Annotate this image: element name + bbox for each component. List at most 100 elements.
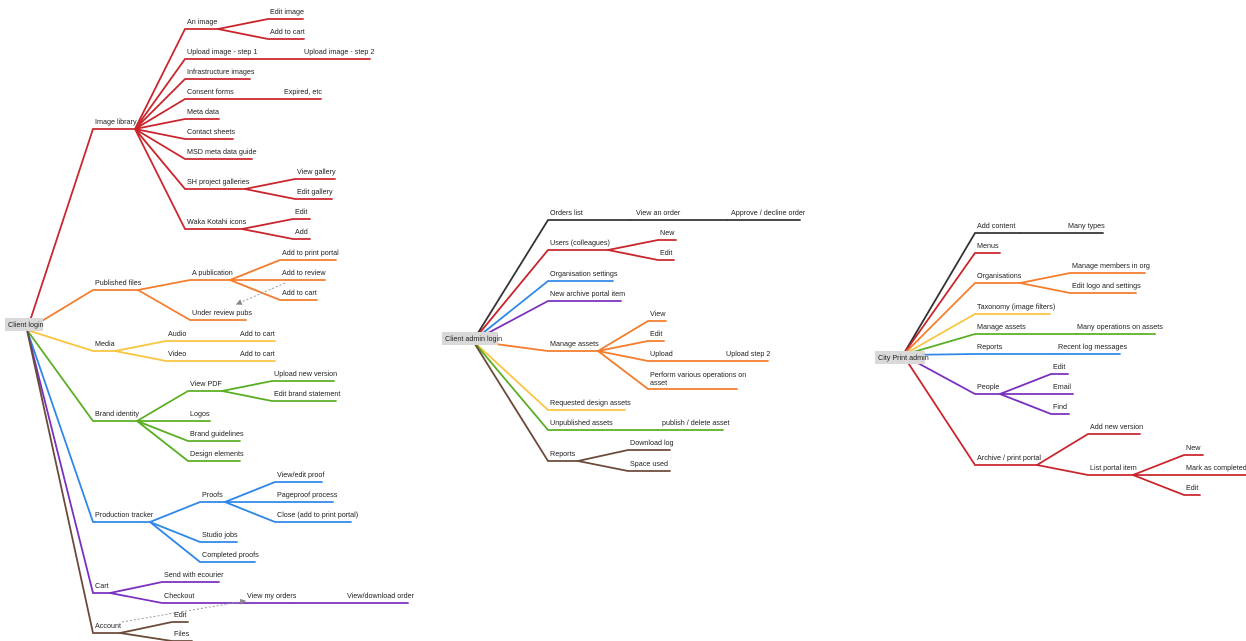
- node-edit-image[interactable]: Edit image: [270, 7, 304, 16]
- node-view-edit-proof[interactable]: View/edit proof: [277, 470, 324, 479]
- node-edit[interactable]: Edit: [174, 610, 186, 619]
- node-add-content[interactable]: Add content: [977, 221, 1015, 230]
- node-checkout[interactable]: Checkout: [164, 591, 194, 600]
- node-download-log[interactable]: Download log: [630, 438, 674, 447]
- node-view[interactable]: View: [650, 309, 666, 318]
- node-add-to-review[interactable]: Add to review: [282, 268, 326, 277]
- node-orders-list[interactable]: Orders list: [550, 208, 583, 217]
- node-pageproof-process[interactable]: Pageproof process: [277, 490, 338, 499]
- node-logos[interactable]: Logos: [190, 409, 210, 418]
- node-add[interactable]: Add: [295, 227, 308, 236]
- root-node-box-client-admin-login[interactable]: [442, 332, 498, 345]
- node-view-pdf[interactable]: View PDF: [190, 379, 222, 388]
- node-upload-step-2[interactable]: Upload step 2: [726, 349, 770, 358]
- node-perform-various-operations-on[interactable]: Perform various operations on: [650, 370, 746, 379]
- node-a-publication[interactable]: A publication: [192, 268, 233, 277]
- node-publish-delete-asset[interactable]: publish / delete asset: [662, 418, 730, 427]
- node-upload-image-step-1[interactable]: Upload image - step 1: [187, 47, 257, 56]
- node-users-colleagues[interactable]: Users (colleagues): [550, 238, 610, 247]
- node-production-tracker[interactable]: Production tracker: [95, 510, 154, 519]
- node-completed-proofs[interactable]: Completed proofs: [202, 550, 259, 559]
- node-consent-forms[interactable]: Consent forms: [187, 87, 234, 96]
- node-meta-data[interactable]: Meta data: [187, 107, 219, 116]
- node-view-an-order[interactable]: View an order: [636, 208, 681, 217]
- node-menus[interactable]: Menus: [977, 241, 999, 250]
- node-design-elements[interactable]: Design elements: [190, 449, 244, 458]
- node-expired-etc[interactable]: Expired, etc: [284, 87, 322, 96]
- node-audio[interactable]: Audio: [168, 329, 186, 338]
- node-manage-assets[interactable]: Manage assets: [977, 322, 1026, 331]
- node-edit[interactable]: Edit: [1186, 483, 1198, 492]
- node-view-gallery[interactable]: View gallery: [297, 167, 336, 176]
- node-manage-assets[interactable]: Manage assets: [550, 339, 599, 348]
- node-view-my-orders[interactable]: View my orders: [247, 591, 297, 600]
- node-organisation-settings[interactable]: Organisation settings: [550, 269, 618, 278]
- node-close-add-to-print-portal[interactable]: Close (add to print portal): [277, 510, 358, 519]
- root-node-city-print-admin[interactable]: City Print admin: [878, 353, 929, 362]
- node-new-archive-portal-item[interactable]: New archive portal item: [550, 289, 625, 298]
- node-media[interactable]: Media: [95, 339, 115, 348]
- node-proofs[interactable]: Proofs: [202, 490, 223, 499]
- node-taxonomy-image-filters[interactable]: Taxonomy (image filters): [977, 302, 1055, 311]
- node-people[interactable]: People: [977, 382, 999, 391]
- node-edit[interactable]: Edit: [1053, 362, 1065, 371]
- node-sh-project-galleries[interactable]: SH project galleries: [187, 177, 250, 186]
- node-mark-as-completed[interactable]: Mark as completed: [1186, 463, 1246, 472]
- node-add-to-cart[interactable]: Add to cart: [282, 288, 317, 297]
- node-view-download-order[interactable]: View/download order: [347, 591, 415, 600]
- node-edit-gallery[interactable]: Edit gallery: [297, 187, 333, 196]
- node-email[interactable]: Email: [1053, 382, 1071, 391]
- node-recent-log-messages[interactable]: Recent log messages: [1058, 342, 1128, 351]
- node-edit[interactable]: Edit: [660, 248, 672, 257]
- root-node-box-client-login[interactable]: [5, 318, 43, 331]
- node-space-used[interactable]: Space used: [630, 459, 668, 468]
- node-edit-brand-statement[interactable]: Edit brand statement: [274, 389, 340, 398]
- node-add-to-cart[interactable]: Add to cart: [240, 349, 275, 358]
- root-node-client-login[interactable]: Client login: [8, 320, 44, 329]
- node-contact-sheets[interactable]: Contact sheets: [187, 127, 235, 136]
- node-edit[interactable]: Edit: [295, 207, 307, 216]
- node-requested-design-assets[interactable]: Requested design assets: [550, 398, 631, 407]
- node-reports[interactable]: Reports: [550, 449, 576, 458]
- node-msd-meta-data-guide[interactable]: MSD meta data guide: [187, 147, 257, 156]
- node-add-new-version[interactable]: Add new version: [1090, 422, 1143, 431]
- node-an-image[interactable]: An image: [187, 17, 217, 26]
- node-upload-new-version[interactable]: Upload new version: [274, 369, 337, 378]
- branch-line-msd-meta-data-guide: [134, 128, 253, 160]
- node-edit[interactable]: Edit: [650, 329, 662, 338]
- node-account[interactable]: Account: [95, 621, 121, 630]
- node-infrastructure-images[interactable]: Infrastructure images: [187, 67, 255, 76]
- node-manage-members-in-org[interactable]: Manage members in org: [1072, 261, 1150, 270]
- node-find[interactable]: Find: [1053, 402, 1067, 411]
- node-image-library[interactable]: Image library: [95, 117, 137, 126]
- node-cart[interactable]: Cart: [95, 581, 109, 590]
- node-unpublished-assets[interactable]: Unpublished assets: [550, 418, 613, 427]
- node-list-portal-item[interactable]: List portal item: [1090, 463, 1137, 472]
- node-reports[interactable]: Reports: [977, 342, 1003, 351]
- node-brand-identity[interactable]: Brand identity: [95, 409, 139, 418]
- node-new[interactable]: New: [1186, 443, 1201, 452]
- node-archive-print-portal[interactable]: Archive / print portal: [977, 453, 1041, 462]
- node-waka-kotahi-icons[interactable]: Waka Kotahi icons: [187, 217, 247, 226]
- node-studio-jobs[interactable]: Studio jobs: [202, 530, 238, 539]
- node-under-review-pubs[interactable]: Under review pubs: [192, 308, 252, 317]
- node-approve-decline-order[interactable]: Approve / decline order: [731, 208, 806, 217]
- node-files[interactable]: Files: [174, 629, 190, 638]
- node-organisations[interactable]: Organisations: [977, 271, 1022, 280]
- node-brand-guidelines[interactable]: Brand guidelines: [190, 429, 244, 438]
- node-upload[interactable]: Upload: [650, 349, 673, 358]
- node-video[interactable]: Video: [168, 349, 186, 358]
- root-node-box-city-print-admin[interactable]: [875, 351, 925, 364]
- node-many-types[interactable]: Many types: [1068, 221, 1105, 230]
- node-many-operations-on-assets[interactable]: Many operations on assets: [1077, 322, 1163, 331]
- node-add-to-print-portal[interactable]: Add to print portal: [282, 248, 339, 257]
- branch-line-organisations: [902, 282, 1021, 356]
- node-add-to-cart[interactable]: Add to cart: [270, 27, 305, 36]
- node-new[interactable]: New: [660, 228, 675, 237]
- node-edit-logo-and-settings[interactable]: Edit logo and settings: [1072, 281, 1141, 290]
- node-upload-image-step-2[interactable]: Upload image - step 2: [304, 47, 374, 56]
- root-node-client-admin-login[interactable]: Client admin login: [445, 334, 502, 343]
- node-add-to-cart[interactable]: Add to cart: [240, 329, 275, 338]
- node-published-files[interactable]: Published files: [95, 278, 142, 287]
- node-send-with-ecourier[interactable]: Send with ecourier: [164, 570, 224, 579]
